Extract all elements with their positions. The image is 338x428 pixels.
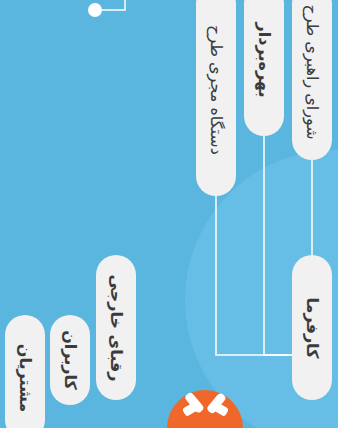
box-label: شورای راهبری طرح <box>302 4 321 139</box>
box-label: رقبای خارجی <box>106 274 125 381</box>
orange-badge <box>167 390 243 428</box>
leader-line <box>102 0 125 10</box>
box-label: مشتریان <box>15 343 34 411</box>
box-label: کاربران <box>60 330 79 390</box>
connector <box>216 196 292 355</box>
box-label: بهره‌بردار <box>254 23 273 98</box>
pill-box: کاربران <box>50 315 90 405</box>
pill-box: بهره‌بردار <box>244 0 284 136</box>
connector <box>264 136 292 355</box>
pill-box: دستگاه مجری طرح <box>196 0 236 196</box>
hands-icon <box>182 391 229 416</box>
pill-box: مشتریان <box>5 315 45 428</box>
dot <box>88 3 102 17</box>
pill-box: رقبای خارجی <box>96 255 136 400</box>
pill-box: کارفرما <box>292 255 332 400</box>
connector <box>311 160 313 255</box>
box-label: کارفرما <box>302 297 321 358</box>
pill-box: شورای راهبری طرح <box>292 0 332 160</box>
box-label: دستگاه مجری طرح <box>206 25 225 155</box>
